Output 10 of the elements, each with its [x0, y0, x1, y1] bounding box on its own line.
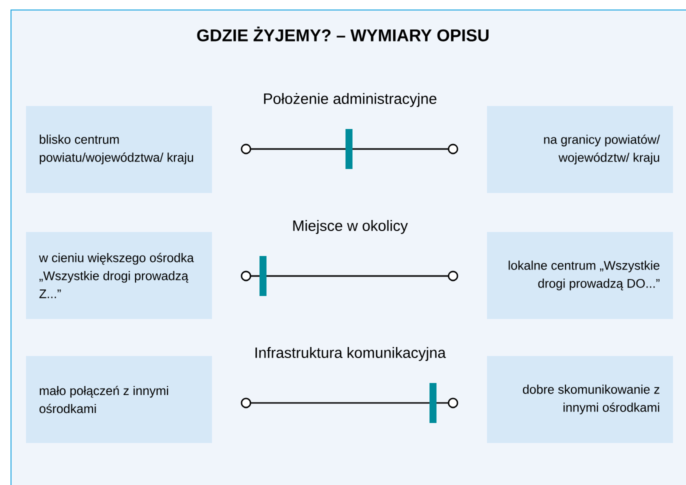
- text-box: mało połączeń z innymi ośrodkami: [26, 356, 212, 443]
- slider-heading: Położenie administracyjne: [264, 93, 436, 107]
- slider-heading: Miejsce w okolicy: [293, 220, 408, 234]
- text-box: dobre skomunikowanie z innymi ośrodkami: [487, 356, 673, 443]
- slider-heading: Infrastruktura komunikacyjna: [256, 347, 446, 361]
- text-box: blisko centrum powiatu/województwa/ kraju: [26, 106, 212, 193]
- text-box: lokalne centrum „Wszystkie drogi prowadzą DO...”: [487, 232, 673, 319]
- text-box: w cieniu większego ośrodka „Wszystkie drogi prowadzą Z...”: [26, 232, 212, 319]
- text-box: na granicy powiatów/ województw/ kraju: [487, 106, 673, 193]
- title: GDZIE ŻYJEMY? – WYMIARY OPISU: [197, 26, 489, 42]
